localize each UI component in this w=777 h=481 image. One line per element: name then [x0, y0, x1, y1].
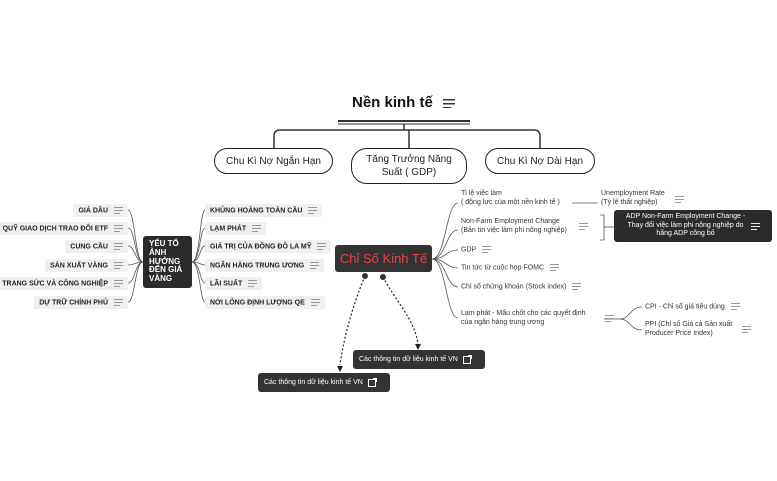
gold-factor-right-6[interactable]: NỚI LỎNG ĐỊNH LƯỢNG QE: [205, 296, 325, 310]
branch-long-debt-cycle[interactable]: Chu Kì Nợ Dài Hạn: [485, 148, 595, 174]
inflation-node[interactable]: Lạm phát - Mấu chốt cho các quyết định c…: [461, 310, 586, 326]
vn-economic-data-link[interactable]: Các thông tin dữ liệu kinh tế VN: [353, 350, 485, 369]
notes-icon: [248, 280, 258, 287]
notes-icon: [114, 280, 123, 287]
gold-factor-right-2[interactable]: LẠM PHÁT: [205, 222, 267, 236]
cpi-node[interactable]: CPI - Chỉ số giá tiêu dùng: [645, 303, 740, 312]
ppi-node[interactable]: PPI (Chỉ số Giá cả Sản xuất Producer Pri…: [645, 321, 733, 337]
gold-factor-right-1[interactable]: KHỦNG HOẢNG TOÀN CẦU: [205, 204, 323, 218]
fomc-news-node[interactable]: Tin tức từ cuộc họp FOMC: [461, 264, 560, 273]
gold-factor-left-6[interactable]: DỰ TRỮ CHÍNH PHỦ: [34, 296, 128, 310]
notes-icon: [675, 196, 684, 203]
employment-rate-node[interactable]: Tỉ lệ việc làm ( động lực của một nền ki…: [461, 190, 560, 206]
root-title: Nền kinh tế: [352, 94, 433, 111]
gold-factors-node[interactable]: YẾU TỐ ẢNH HƯỞNG ĐẾN GIÁ VÀNG: [143, 236, 192, 288]
notes-icon: [572, 283, 582, 290]
notes-icon: [114, 225, 123, 232]
gold-factor-right-3[interactable]: GIÁ TRỊ CỦA ĐỒNG ĐÔ LA MỸ: [205, 240, 332, 254]
notes-icon: [114, 262, 123, 269]
nonfarm-employment-node[interactable]: Non-Farm Employment Change (Bản tin việc…: [461, 218, 567, 234]
notes-icon: [730, 303, 740, 310]
link-handle-dot[interactable]: [362, 273, 368, 279]
gold-factor-left-2[interactable]: QUỸ GIAO DỊCH TRAO ĐỔI ETF: [0, 222, 128, 236]
branch-short-debt-cycle[interactable]: Chu Kì Nợ Ngắn Hạn: [214, 148, 333, 174]
notes-icon: [605, 315, 614, 322]
economic-indicators-node[interactable]: Chỉ Số Kinh Tế: [335, 245, 432, 272]
notes-icon: [114, 207, 123, 214]
notes-icon: [310, 262, 320, 269]
gold-factor-left-4[interactable]: SẢN XUẤT VÀNG: [45, 259, 128, 273]
external-link-icon: [462, 354, 472, 364]
notes-icon: [317, 243, 327, 250]
vn-economic-data-link[interactable]: Các thông tin dữ liệu kinh tế VN: [258, 373, 390, 392]
branch-label: Chu Kì Nợ Ngắn Hạn: [226, 155, 321, 167]
stock-index-node[interactable]: Chỉ số chứng khoán (Stock index): [461, 283, 582, 292]
gold-factor-left-5[interactable]: TRANG SỨC VÀ CÔNG NGHIỆP: [0, 277, 128, 291]
external-link-icon: [367, 377, 377, 387]
gold-factor-left-1[interactable]: GIÁ DẦU: [73, 204, 128, 218]
notes-icon: [114, 243, 123, 250]
gold-factor-left-3[interactable]: CUNG CẦU: [65, 240, 128, 254]
notes-icon: [742, 326, 751, 333]
branch-label: Tăng Trưởng Năng Suất ( GDP): [366, 154, 452, 178]
root-node[interactable]: Nền kinh tế: [352, 94, 455, 111]
economic-indicators-label: Chỉ Số Kinh Tế: [339, 251, 428, 266]
notes-icon: [751, 222, 761, 230]
link-handle-dot[interactable]: [380, 274, 386, 280]
branch-label: Chu Kì Nợ Dài Hạn: [496, 155, 584, 167]
gold-factor-right-4[interactable]: NGÂN HÀNG TRUNG ƯƠNG: [205, 259, 325, 273]
notes-icon: [442, 98, 455, 108]
gold-factor-right-5[interactable]: LÃI SUẤT: [205, 277, 263, 291]
notes-icon: [482, 246, 492, 253]
notes-icon: [252, 225, 262, 232]
notes-icon: [308, 207, 318, 214]
gdp-node[interactable]: GDP: [461, 246, 492, 255]
notes-icon: [579, 223, 588, 230]
notes-icon: [114, 299, 123, 306]
unemployment-rate-node[interactable]: Unemployment Rate (Tỷ lệ thất nghiệp): [601, 190, 665, 206]
adp-employment-node[interactable]: ADP Non-Farm Employment Change - Thay đổ…: [614, 210, 772, 242]
notes-icon: [550, 264, 560, 271]
branch-productivity-growth[interactable]: Tăng Trưởng Năng Suất ( GDP): [351, 148, 467, 184]
notes-icon: [310, 299, 320, 306]
gold-factors-label: YẾU TỐ ẢNH HƯỞNG ĐẾN GIÁ VÀNG: [149, 239, 183, 284]
